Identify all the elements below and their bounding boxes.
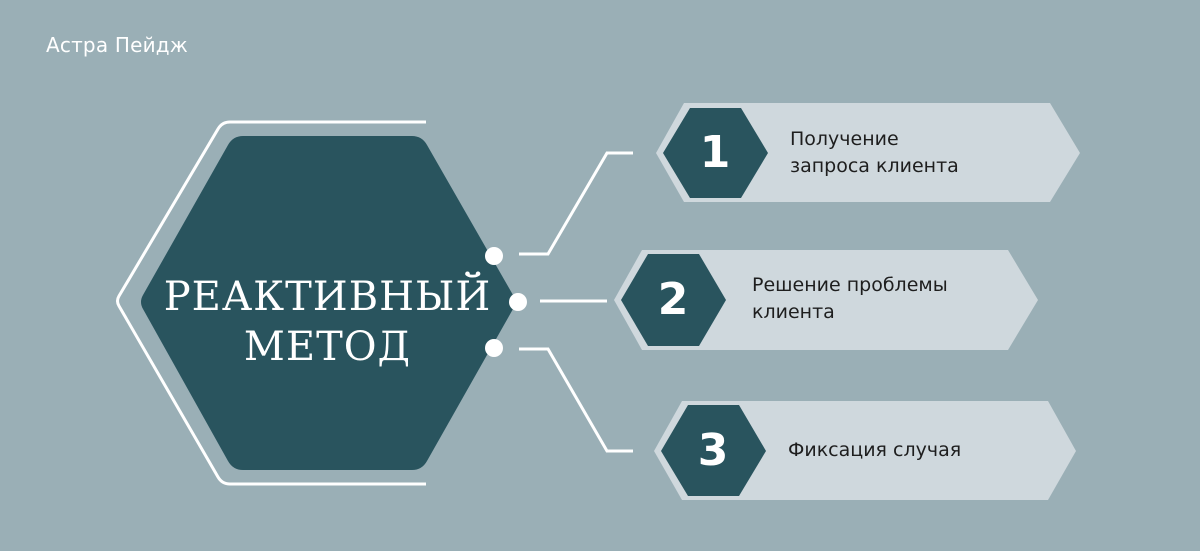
brand-logo: Астра Пейдж — [46, 33, 189, 57]
step-3-card — [654, 401, 1076, 500]
step-2-card — [614, 250, 1038, 350]
center-title: РЕАКТИВНЫЙ МЕТОД — [139, 272, 516, 372]
step-1-number: 1 — [699, 127, 731, 178]
center-hexagon — [141, 136, 515, 470]
step-3-label-line-1: Фиксация случая — [788, 439, 962, 461]
center-title-line-1: РЕАКТИВНЫЙ — [163, 274, 492, 320]
step-1-card — [656, 103, 1080, 202]
step-2-label: Решение проблемы клиента — [752, 272, 948, 326]
step-1-label: Получение запроса клиента — [790, 126, 959, 180]
connector-dot-1 — [485, 247, 503, 265]
step-3-number: 3 — [697, 425, 729, 476]
outer-hexagon-outline — [116, 120, 426, 486]
step-1-label-line-1: Получение — [790, 128, 899, 150]
connector-dot-2 — [509, 293, 527, 311]
connector-line-3 — [519, 347, 633, 453]
step-1-label-line-2: запроса клиента — [790, 155, 959, 177]
center-title-line-2: МЕТОД — [243, 324, 412, 370]
step-2-label-line-2: клиента — [752, 301, 835, 323]
connector-dot-3 — [485, 339, 503, 357]
step-2-number: 2 — [657, 274, 689, 325]
connector-line-1 — [519, 151, 633, 256]
step-3-label: Фиксация случая — [788, 437, 961, 464]
step-2-label-line-1: Решение проблемы — [752, 274, 948, 296]
